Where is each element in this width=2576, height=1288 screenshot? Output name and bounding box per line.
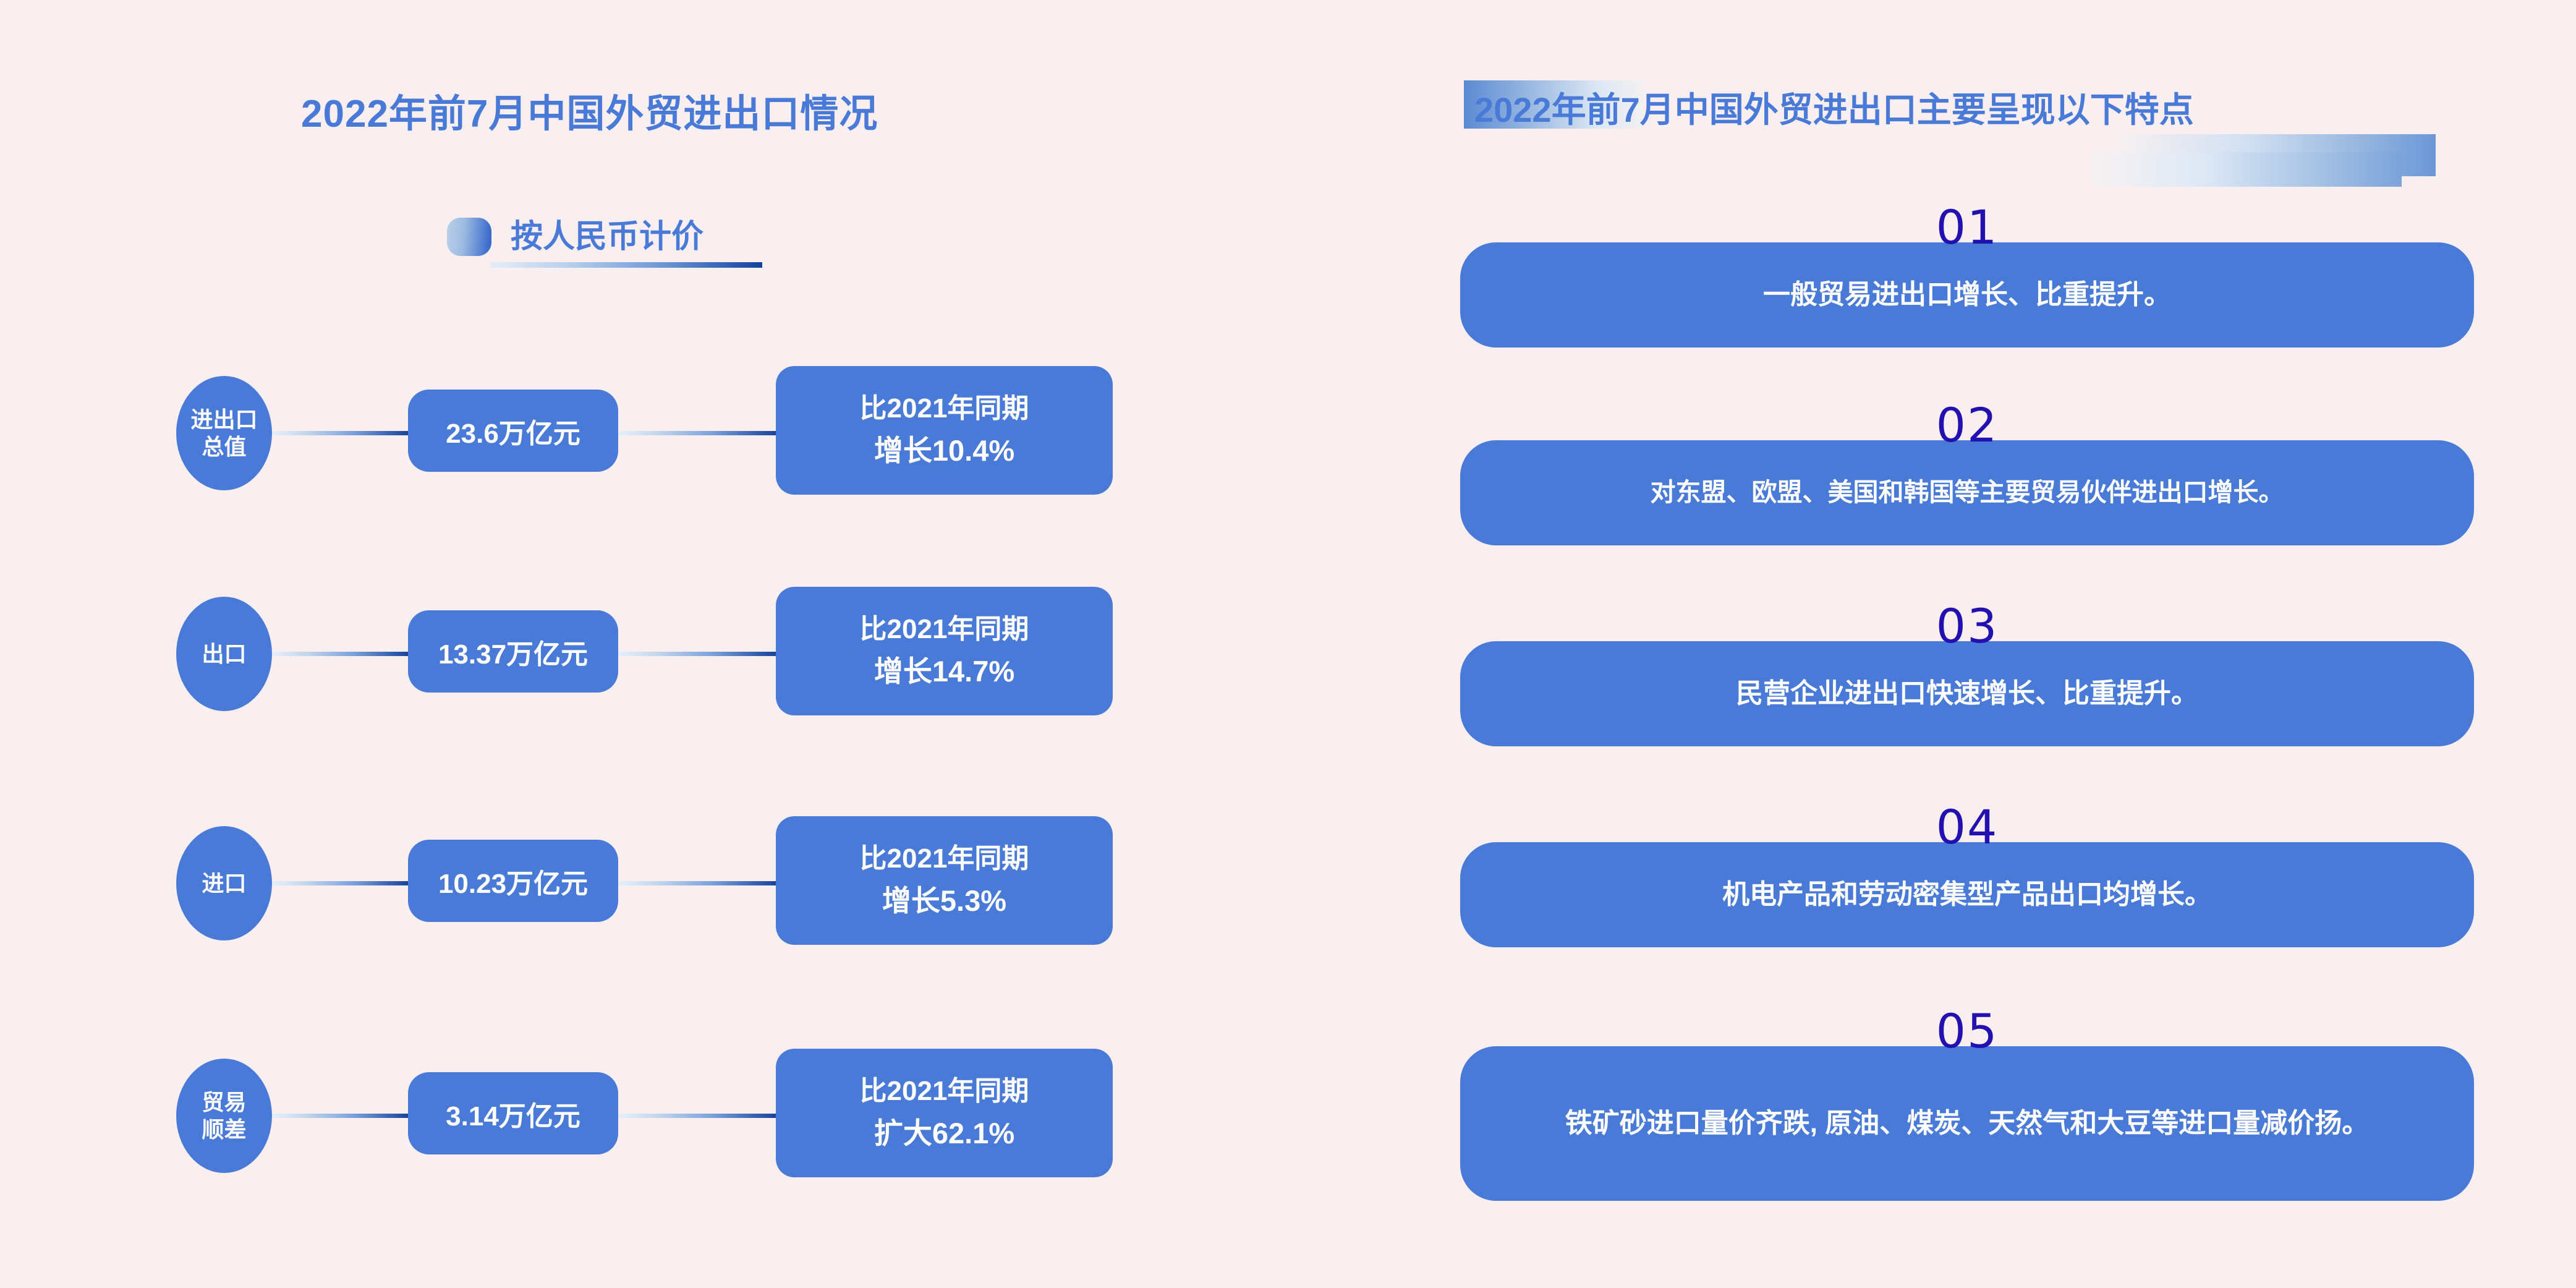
feature-number: 03 [1936, 599, 1999, 654]
row-compare-text: 比2021年同期 [859, 613, 1029, 644]
row-value-box: 3.14万亿元 [408, 1072, 618, 1154]
row-label-ellipse: 进出口 总值 [176, 376, 272, 490]
feature-item: 05 铁矿砂进口量价齐跌, 原油、煤炭、天然气和大豆等进口量减价扬。 [1460, 1004, 2474, 1201]
row-label-ellipse: 进口 [176, 826, 272, 940]
subtitle-badge-icon [447, 218, 491, 256]
row-label-line: 总值 [202, 433, 247, 459]
connector-line [618, 1114, 779, 1118]
feature-card: 一般贸易进出口增长、比重提升。 [1460, 242, 2474, 348]
row-value-box: 23.6万亿元 [408, 390, 618, 472]
right-page-title: 2022年前7月中国外贸进出口主要呈现以下特点 [1474, 90, 2194, 129]
feature-number: 05 [1936, 1004, 1999, 1059]
row-label-line: 出口 [202, 641, 247, 667]
row-result-box: 比2021年同期 增长14.7% [776, 587, 1113, 715]
row-compare-text: 比2021年同期 [859, 1075, 1029, 1106]
feature-card: 机电产品和劳动密集型产品出口均增长。 [1460, 842, 2474, 947]
decorative-gradient-bar-front [2093, 152, 2402, 187]
feature-number: 02 [1936, 398, 1999, 453]
row-label-line: 进出口 [190, 406, 258, 432]
feature-item: 02 对东盟、欧盟、美国和韩国等主要贸易伙伴进出口增长。 [1460, 398, 2474, 545]
connector-line [618, 431, 779, 435]
left-page-title: 2022年前7月中国外贸进出口情况 [301, 93, 878, 135]
connector-line [272, 1114, 411, 1118]
row-label-line: 顺差 [202, 1116, 247, 1142]
row-change-text: 增长14.7% [874, 654, 1015, 688]
subtitle-label: 按人民币计价 [511, 219, 704, 255]
feature-card: 民营企业进出口快速增长、比重提升。 [1460, 641, 2474, 746]
feature-card: 铁矿砂进口量价齐跌, 原油、煤炭、天然气和大豆等进口量减价扬。 [1460, 1046, 2474, 1201]
left-panel: 2022年前7月中国外贸进出口情况 按人民币计价 进出口 总值 23.6万亿元 … [176, 93, 1113, 1177]
subtitle-block: 按人民币计价 [447, 210, 799, 278]
feature-number: 04 [1936, 800, 1999, 855]
connector-line [272, 652, 411, 656]
row-change-text: 增长10.4% [874, 433, 1015, 467]
decorative-gradient-bar-top [1464, 80, 1643, 129]
row-result-box: 比2021年同期 增长5.3% [776, 816, 1113, 945]
connector-line [618, 652, 779, 656]
feature-item: 03 民营企业进出口快速增长、比重提升。 [1460, 599, 2474, 746]
feature-card: 对东盟、欧盟、美国和韩国等主要贸易伙伴进出口增长。 [1460, 440, 2474, 545]
subtitle-underline-divider [490, 262, 762, 268]
row-result-box: 比2021年同期 扩大62.1% [776, 1049, 1113, 1177]
connector-line [618, 881, 779, 885]
row-change-text: 增长5.3% [882, 884, 1007, 917]
row-label-ellipse: 出口 [176, 597, 272, 711]
row-change-text: 扩大62.1% [874, 1116, 1015, 1149]
row-result-box: 比2021年同期 增长10.4% [776, 366, 1113, 495]
row-compare-text: 比2021年同期 [859, 843, 1029, 874]
connector-line [272, 431, 411, 435]
feature-item: 04 机电产品和劳动密集型产品出口均增长。 [1460, 800, 2474, 947]
row-value-box: 10.23万亿元 [408, 840, 618, 922]
row-label-ellipse: 贸易 顺差 [176, 1059, 272, 1173]
row-label-line: 进口 [202, 870, 247, 896]
row-value-box: 13.37万亿元 [408, 610, 618, 693]
connector-line [272, 881, 411, 885]
right-panel: 2022年前7月中国外贸进出口主要呈现以下特点 01 一般贸易进出口增长、比重提… [1379, 0, 2576, 1288]
feature-item: 01 一般贸易进出口增长、比重提升。 [1460, 200, 2474, 348]
row-label-line: 贸易 [202, 1089, 247, 1115]
feature-number: 01 [1936, 200, 1999, 255]
row-compare-text: 比2021年同期 [859, 393, 1029, 424]
